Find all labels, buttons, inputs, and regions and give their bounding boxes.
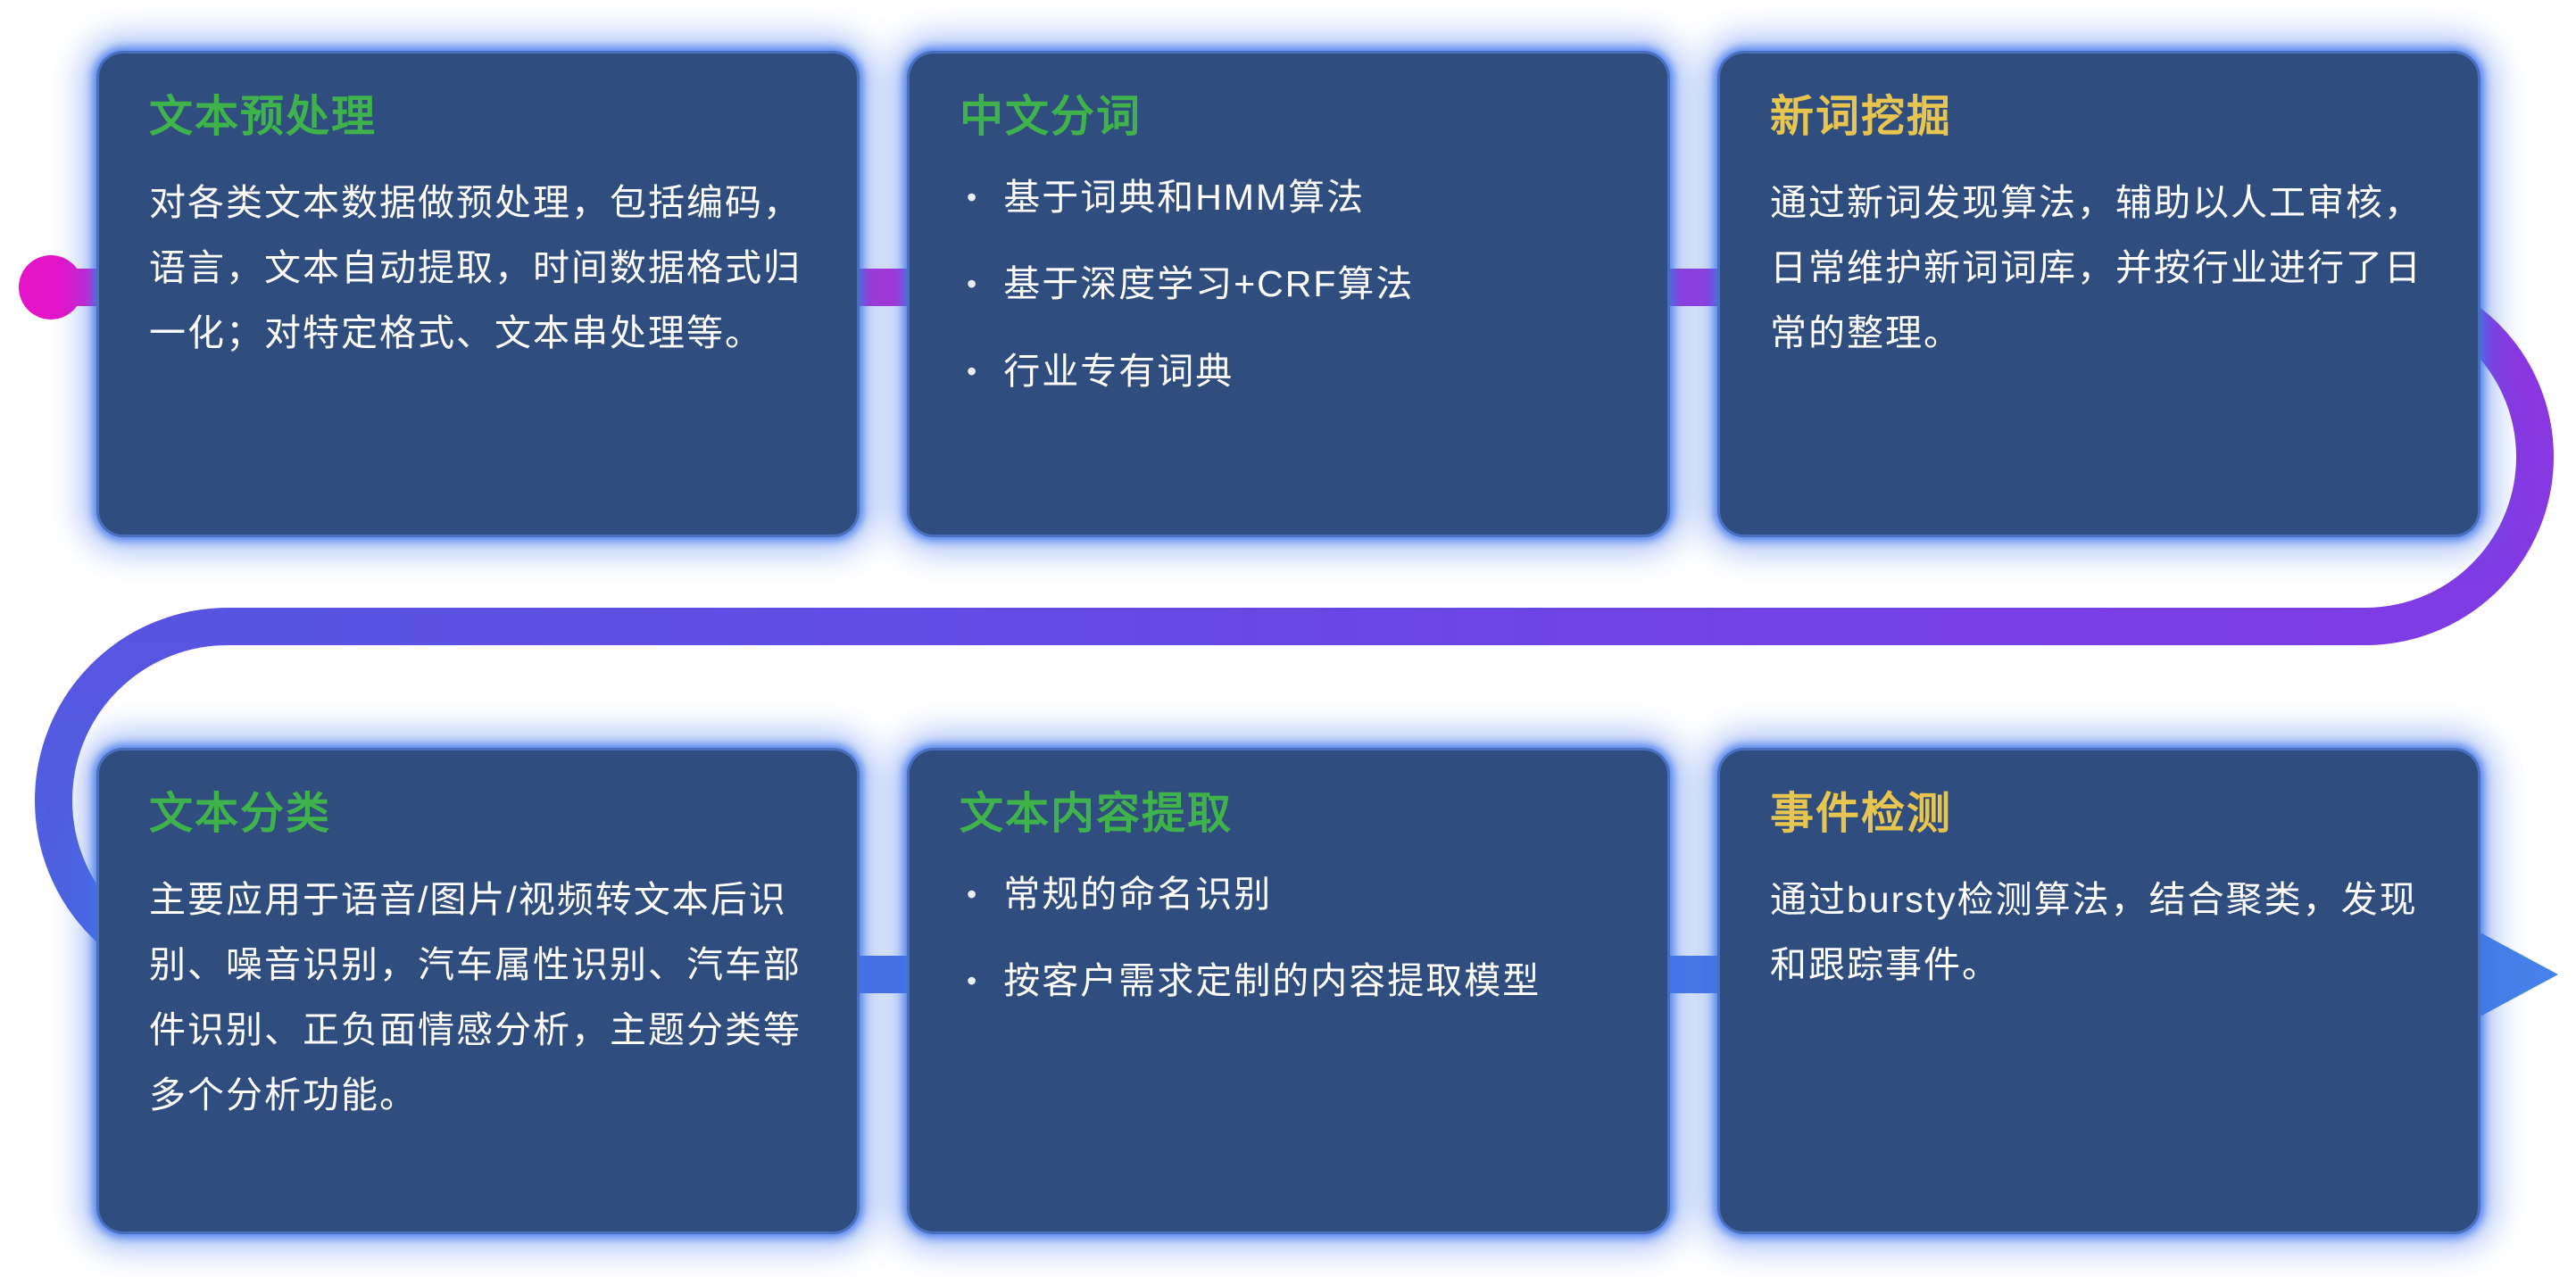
card-body: 主要应用于语音/图片/视频转文本后识别、噪音识别，汽车属性识别、汽车部件识别、正…	[149, 878, 802, 1115]
card-text-classification: 文本分类 主要应用于语音/图片/视频转文本后识别、噪音识别，汽车属性识别、汽车部…	[96, 748, 860, 1234]
bullet-list: • 基于词典和HMM算法 • 基于深度学习+CRF算法 • 行业专有词典	[960, 170, 1617, 400]
flow-arrow-icon	[2465, 925, 2558, 1024]
card-title: 文本分类	[149, 790, 332, 838]
bullet-item: • 基于深度学习+CRF算法	[960, 257, 1617, 312]
card-text-preprocessing: 文本预处理 对各类文本数据做预处理，包括编码，语言，文本自动提取，时间数据格式归…	[96, 51, 860, 537]
bullet-text: 常规的命名识别	[1003, 873, 1273, 915]
card-event-detection: 事件检测 通过bursty检测算法，结合聚类，发现和跟踪事件。	[1717, 748, 2480, 1234]
card-title: 文本内容提取	[960, 790, 1234, 838]
card-title: 文本预处理	[149, 93, 378, 141]
card-body: 通过bursty检测算法，结合聚类，发现和跟踪事件。	[1770, 878, 2418, 985]
bullet-text: 按客户需求定制的内容提取模型	[1003, 960, 1541, 1002]
card-body: 通过新词发现算法，辅助以人工审核，日常维护新词词库，并按行业进行了日常的整理。	[1770, 181, 2422, 353]
bullet-item: • 按客户需求定制的内容提取模型	[960, 954, 1617, 1009]
bullet-text: 行业专有词典	[1003, 350, 1234, 392]
card-text-content-extraction: 文本内容提取 • 常规的命名识别 • 按客户需求定制的内容提取模型	[907, 748, 1670, 1234]
card-chinese-word-segmentation: 中文分词 • 基于词典和HMM算法 • 基于深度学习+CRF算法 • 行业专有词典	[907, 51, 1670, 537]
bullet-text: 基于词典和HMM算法	[1003, 176, 1366, 218]
bullet-dot-icon: •	[967, 180, 979, 213]
bullet-dot-icon: •	[967, 965, 979, 998]
bullet-item: • 行业专有词典	[960, 344, 1617, 400]
bullet-item: • 常规的命名识别	[960, 867, 1617, 923]
card-title: 新词挖掘	[1770, 93, 1953, 141]
card-title: 中文分词	[960, 93, 1143, 141]
card-new-word-mining: 新词挖掘 通过新词发现算法，辅助以人工审核，日常维护新词词库，并按行业进行了日常…	[1717, 51, 2480, 537]
bullet-dot-icon: •	[967, 354, 979, 387]
bullet-dot-icon: •	[967, 877, 979, 910]
bullet-dot-icon: •	[967, 268, 979, 301]
bullet-list: • 常规的命名识别 • 按客户需求定制的内容提取模型	[960, 867, 1617, 1009]
card-title: 事件检测	[1770, 790, 1953, 838]
bullet-text: 基于深度学习+CRF算法	[1003, 263, 1415, 305]
card-body: 对各类文本数据做预处理，包括编码，语言，文本自动提取，时间数据格式归一化；对特定…	[149, 181, 802, 353]
bullet-item: • 基于词典和HMM算法	[960, 170, 1617, 226]
